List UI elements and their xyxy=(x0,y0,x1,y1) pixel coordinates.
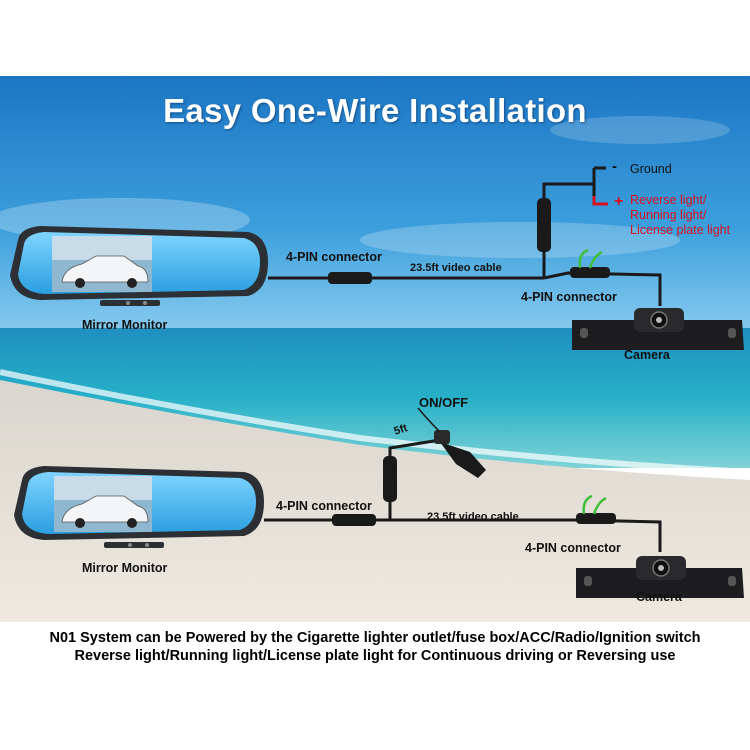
connector-4pin-top-right xyxy=(570,267,610,278)
cigarette-lighter-plug xyxy=(417,407,486,478)
inline-connector-bottom xyxy=(383,456,397,502)
label-connector-top-right: 4-PIN connector xyxy=(521,290,617,304)
label-cable-bottom: 23.5ft video cable xyxy=(427,511,519,523)
label-power-line-2: Running light/ xyxy=(630,208,707,222)
camera-bottom xyxy=(576,556,744,598)
label-camera-top: Camera xyxy=(624,348,670,362)
shore xyxy=(0,380,750,622)
inline-connector xyxy=(537,198,551,252)
surf xyxy=(0,369,750,475)
footer-line-2: Reverse light/Running light/License plat… xyxy=(74,648,676,664)
label-on-off: ON/OFF xyxy=(419,395,469,410)
label-monitor-top: Mirror Monitor xyxy=(82,318,168,332)
connector-4pin-top-left xyxy=(328,272,372,284)
top-power-red xyxy=(592,196,608,206)
page-title: Easy One-Wire Installation xyxy=(163,92,587,129)
top-cables xyxy=(268,168,662,306)
mirror-monitor-bottom xyxy=(14,466,264,548)
label-power-line-1: Reverse light/ xyxy=(630,193,707,207)
label-cable-top: 23.5ft video cable xyxy=(410,262,502,274)
label-power-line-3: License plate light xyxy=(630,223,731,237)
cloud xyxy=(550,116,730,144)
cloud xyxy=(360,222,680,258)
label-connector-top-left: 4-PIN connector xyxy=(286,250,382,264)
ground-sign: - xyxy=(612,158,617,175)
mirror-monitor-top xyxy=(10,226,268,306)
label-ground: Ground xyxy=(630,162,672,176)
camera-top xyxy=(572,308,744,350)
footer-band xyxy=(0,622,750,674)
label-camera-bottom: Camera xyxy=(636,590,682,604)
connector-4pin-bottom-right xyxy=(576,513,616,524)
label-connector-bottom-right: 4-PIN connector xyxy=(525,541,621,555)
label-monitor-bottom: Mirror Monitor xyxy=(82,561,168,575)
footer-line-1: N01 System can be Powered by the Cigaret… xyxy=(49,630,701,646)
label-connector-bottom-left: 4-PIN connector xyxy=(276,499,372,513)
plus-sign: + xyxy=(614,193,624,210)
connector-4pin-bottom-left xyxy=(332,514,376,526)
